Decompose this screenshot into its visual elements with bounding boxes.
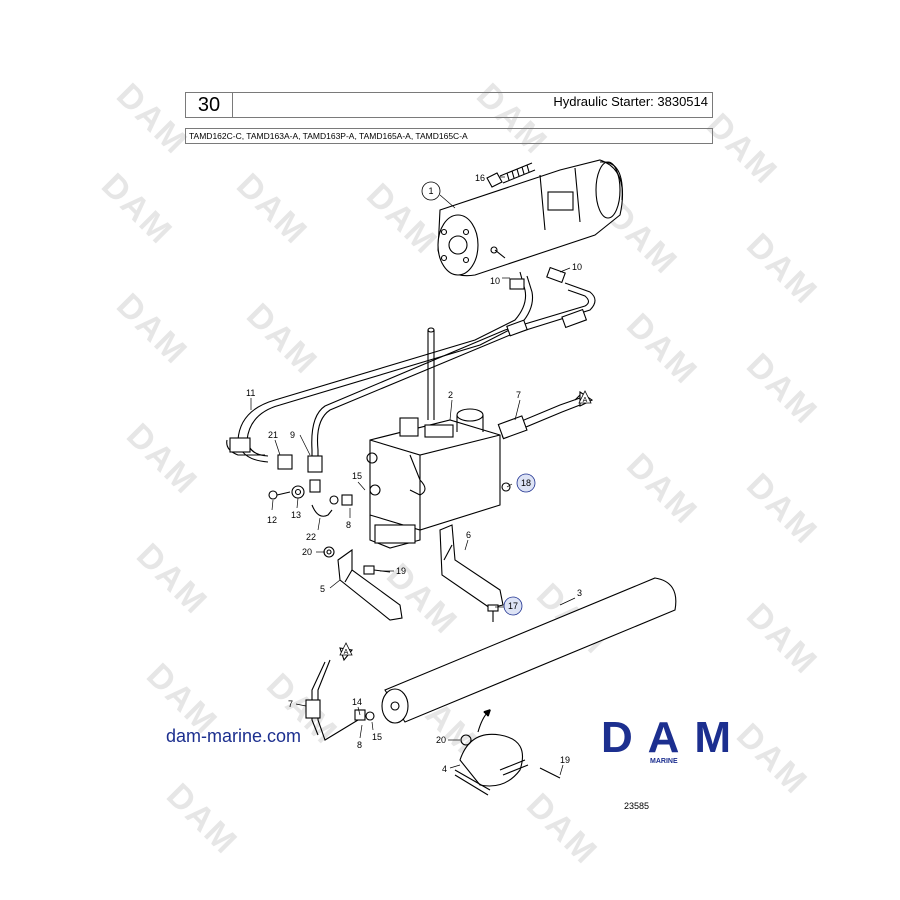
callout-13: 13 <box>291 510 301 520</box>
callout-4: 4 <box>442 764 447 774</box>
callout-A: A <box>344 649 349 656</box>
callout-7: 7 <box>288 699 293 709</box>
callout-10: 10 <box>490 276 500 286</box>
callout-20: 20 <box>436 735 446 745</box>
logo-subtext: MARINE <box>650 758 678 765</box>
clamp-4 <box>454 712 561 796</box>
callout-7: 7 <box>516 390 521 400</box>
callout-1-circle <box>421 181 441 201</box>
drawing-number: 23585 <box>624 801 650 811</box>
callout-18: 18 <box>521 478 531 488</box>
callout-16: 16 <box>475 173 485 183</box>
header-box: 30 Hydraulic Starter: 3830514 <box>185 92 713 118</box>
callout-5: 5 <box>320 584 325 594</box>
bracket-5 <box>323 546 403 621</box>
dam-logo: DAM <box>601 713 733 762</box>
ref-a-triangle <box>339 642 353 656</box>
callout-20: 20 <box>302 547 312 557</box>
callout-14: 14 <box>352 697 362 707</box>
callout-17: 17 <box>508 601 518 611</box>
hydraulic-lines <box>226 266 596 465</box>
callout-11: 11 <box>246 388 255 398</box>
callout-3: 3 <box>577 588 582 598</box>
callout-10: 10 <box>572 262 582 272</box>
callout-17-circle <box>503 596 523 616</box>
callout-18-circle <box>516 473 536 493</box>
logo-text: DAM <box>601 716 731 756</box>
callouts: 16 1 10 10 11 2 7 A 21 9 15 18 12 13 8 2… <box>246 173 592 774</box>
website-link[interactable]: dam-marine.com <box>166 726 302 746</box>
callout-6: 6 <box>466 530 471 540</box>
leader-lines <box>250 176 576 776</box>
fittings-left <box>268 452 511 517</box>
callout-9: 9 <box>290 430 295 440</box>
starter-motor <box>437 159 624 277</box>
callout-21: 21 <box>268 430 278 440</box>
callout-1: 1 <box>428 186 433 196</box>
callout-A: A <box>583 397 588 404</box>
ref-a-triangle <box>578 390 592 404</box>
callout-19: 19 <box>396 566 406 576</box>
pipe-7-upper <box>497 390 594 440</box>
callout-12: 12 <box>267 515 277 525</box>
bolt-16 <box>486 162 536 188</box>
callout-15: 15 <box>372 732 382 742</box>
callout-8: 8 <box>346 520 351 530</box>
callout-22: 22 <box>306 532 316 542</box>
accumulator-cylinder <box>381 577 677 724</box>
pipe-7-lower <box>305 647 375 741</box>
callout-19: 19 <box>560 755 570 765</box>
page-title: Hydraulic Starter: 3830514 <box>553 94 708 109</box>
callout-15: 15 <box>352 471 362 481</box>
page-number: 30 <box>186 93 233 117</box>
callout-2: 2 <box>448 390 453 400</box>
bracket-6 <box>439 524 504 622</box>
model-list: TAMD162C-C, TAMD163A-A, TAMD163P-A, TAMD… <box>185 128 713 144</box>
callout-8: 8 <box>357 740 362 750</box>
hydraulic-tank <box>369 327 501 549</box>
